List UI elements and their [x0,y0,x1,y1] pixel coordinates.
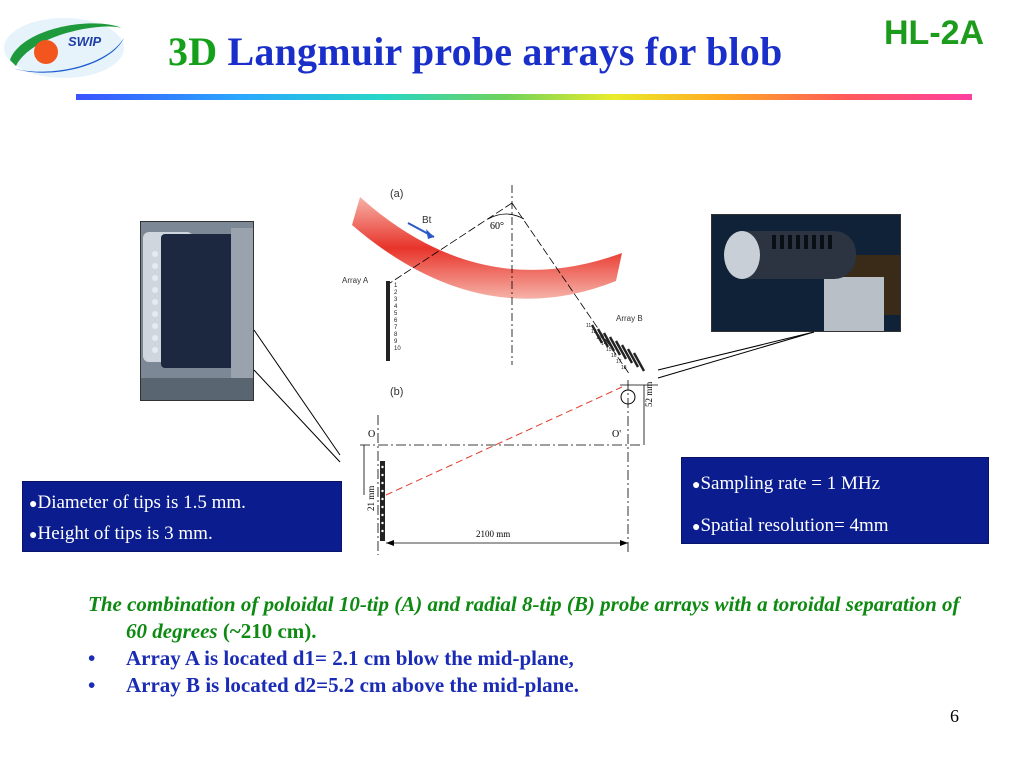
array-b-cross-section [620,389,636,405]
tip-label: 8 [394,332,398,338]
tip-label: 11 [586,323,591,329]
title-underline [76,94,972,100]
array-b-tips-graphic [590,324,646,372]
tip-label: 1 [394,283,398,289]
page-number: 6 [950,706,959,726]
tip-label: 16 [611,353,617,359]
tip-label: 3 [394,297,398,303]
tip-label: 2 [394,290,398,296]
spatial-resolution-line: ●Spatial resolution= 4mm [692,515,889,536]
tip-label: 17 [616,359,622,365]
tip-label: 9 [394,339,398,345]
probe-geometry-diagram: (a) Bt 60° Array A 1 2 3 4 5 6 7 8 9 10 … [342,185,658,555]
plasma-band [352,197,622,299]
array-a-tips: 1 2 3 4 5 6 7 8 9 10 [394,283,401,352]
intro-text: The combination of poloidal 10-tip (A) a… [88,592,960,643]
array-a-stick [386,281,390,361]
array-b-photo [711,214,901,332]
panel-b-label: (b) [390,386,403,398]
spatial-resolution-text: Spatial resolution= 4mm [700,515,889,536]
dim-2100-label: 2100 mm [476,529,510,539]
tip-label: 15 [606,347,612,353]
array-a-photo [140,221,254,401]
array-a-label: Array A [342,276,369,285]
list-item: •Array B is located d2=5.2 cm above the … [88,673,579,697]
description-block: The combination of poloidal 10-tip (A) a… [88,591,968,699]
dim-52-label: 52 mm [644,382,654,407]
tip-label: 5 [394,311,398,317]
description-intro: The combination of poloidal 10-tip (A) a… [88,591,968,645]
origin-o-prime: O' [612,429,621,440]
tip-size-box: ●Diameter of tips is 1.5 mm. ●Height of … [22,481,342,552]
tip-label: 13 [596,335,602,341]
tip-label: 6 [394,318,398,324]
panel-a-label: (a) [390,188,403,200]
bullet-text: Array A is located d1= 2.1 cm blow the m… [126,646,574,670]
tip-label: 18 [621,365,627,371]
tip-label: 14 [601,341,607,347]
tip-label: 10 [394,346,401,352]
tip-label: 7 [394,325,398,331]
page-title: 3D Langmuir probe arrays for blob [168,28,782,75]
tip-height-line: ●Height of tips is 3 mm. [29,523,213,544]
array-b-tips: 11 12 13 14 15 16 17 18 [586,323,627,371]
list-item: •Array A is located d1= 2.1 cm blow the … [88,646,574,670]
bullet-text: Array B is located d2=5.2 cm above the m… [126,673,579,697]
sampling-rate-text: Sampling rate = 1 MHz [700,473,881,494]
array-location-list: •Array A is located d1= 2.1 cm blow the … [88,645,968,699]
title-main: Langmuir probe arrays for blob [227,29,783,74]
probe-connection-line [385,386,623,496]
origin-o: O [368,429,375,440]
title-prefix: 3D [168,29,218,74]
sampling-rate-line: ●Sampling rate = 1 MHz [692,473,881,494]
tip-diameter-text: Diameter of tips is 1.5 mm. [37,492,246,513]
field-label: Bt [422,215,432,226]
array-a-column [380,461,385,541]
sampling-box: ●Sampling rate = 1 MHz ●Spatial resoluti… [681,457,989,544]
array-b-label: Array B [616,314,643,323]
tip-label: 12 [591,329,597,335]
tip-height-text: Height of tips is 3 mm. [37,523,213,544]
device-label: HL-2A [884,14,985,52]
dim-21-label: 21 mm [366,486,376,511]
angle-label: 60° [490,221,504,232]
tip-label: 4 [394,304,398,310]
swip-logo: SWIP [4,18,124,78]
logo-text: SWIP [68,34,102,49]
tip-diameter-line: ●Diameter of tips is 1.5 mm. [29,492,246,513]
intro-tail: (~210 cm). [217,619,317,643]
